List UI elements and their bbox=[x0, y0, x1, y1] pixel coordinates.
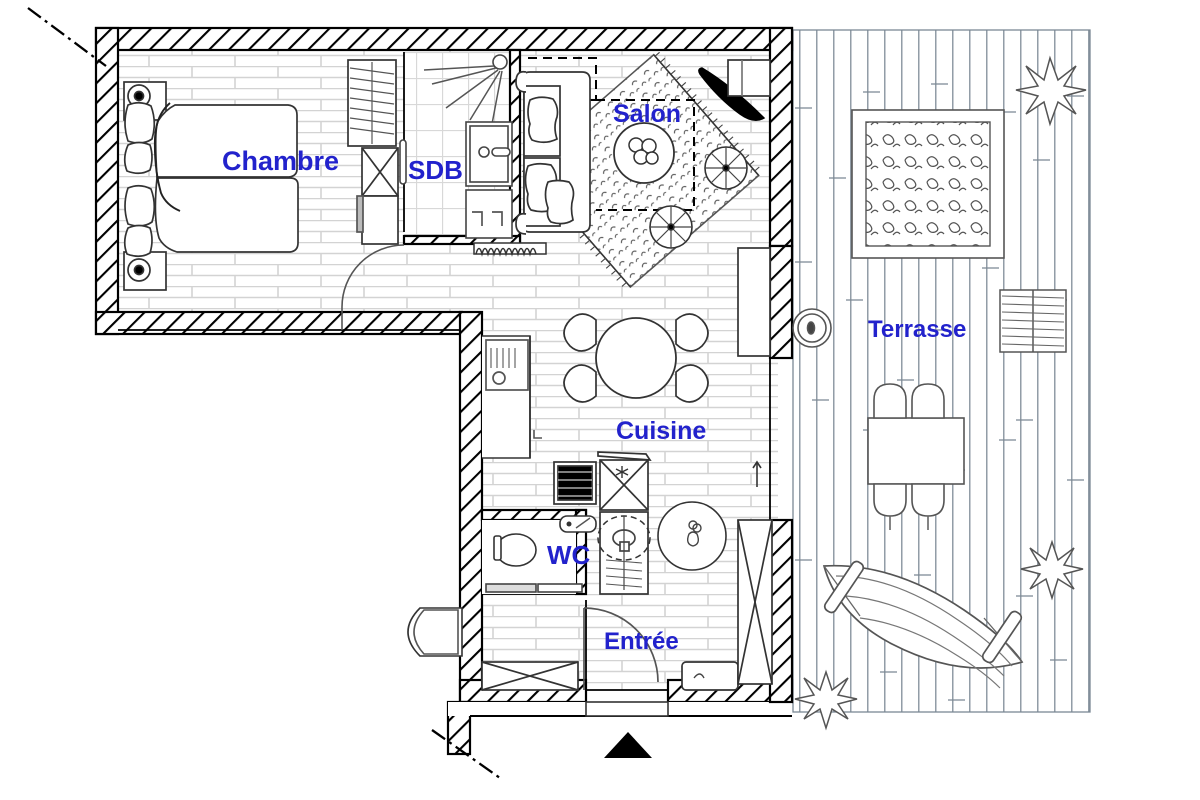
pillow-left-upper bbox=[124, 101, 156, 144]
kitchen-sink bbox=[485, 339, 529, 391]
sdb-fixtures bbox=[399, 54, 547, 257]
towel-rail bbox=[465, 189, 513, 239]
outdoor-chair-2 bbox=[911, 383, 945, 419]
palm-plant-right bbox=[1020, 539, 1084, 601]
cushion-lower-b bbox=[544, 179, 575, 225]
dining-chair-2 bbox=[675, 313, 709, 352]
section-line-bottom-left bbox=[431, 729, 501, 779]
radiator bbox=[473, 242, 547, 257]
bench bbox=[681, 661, 739, 691]
pouf-right bbox=[704, 146, 748, 190]
direction-arrow bbox=[752, 460, 762, 487]
sofa-two-seat bbox=[515, 70, 591, 235]
chambre-furniture bbox=[123, 59, 405, 330]
round-basin bbox=[657, 501, 727, 571]
palm-plant-bottom bbox=[794, 669, 858, 731]
exterior-sink bbox=[407, 607, 463, 657]
flower-bowl bbox=[628, 137, 659, 165]
dining-table-round bbox=[595, 317, 677, 399]
dining-chair-4 bbox=[675, 364, 709, 403]
small-sink bbox=[559, 515, 597, 533]
outdoor-table bbox=[867, 383, 965, 530]
room-label-terrasse: Terrasse bbox=[868, 316, 967, 343]
room-label-entree: Entrée bbox=[604, 628, 679, 655]
entree-elements bbox=[407, 519, 773, 717]
cuisine-furniture bbox=[482, 59, 771, 595]
dining-chair-1 bbox=[563, 313, 597, 352]
outdoor-chair-4 bbox=[911, 483, 945, 517]
wc-fixtures bbox=[482, 515, 597, 594]
room-label-chambre: Chambre bbox=[222, 146, 340, 176]
deck-ladder bbox=[999, 289, 1067, 353]
shower-corner bbox=[492, 54, 508, 70]
fridge-star-mark bbox=[615, 466, 629, 478]
dining-chair-3 bbox=[563, 364, 597, 403]
terrasse-furniture bbox=[792, 55, 1087, 731]
walls bbox=[94, 26, 794, 756]
hammock bbox=[822, 560, 1024, 689]
entry-direction-triangle bbox=[604, 732, 652, 758]
pouf-lower bbox=[649, 205, 693, 249]
room-label-wc: WC bbox=[547, 540, 591, 570]
pillow-left-lower bbox=[124, 184, 156, 227]
room-label-cuisine: Cuisine bbox=[616, 417, 707, 445]
room-label-salon: Salon bbox=[613, 100, 682, 128]
toilet bbox=[495, 533, 537, 567]
stove-cooktop bbox=[557, 465, 593, 501]
salon-furniture bbox=[515, 51, 766, 289]
entry-door-swing bbox=[583, 607, 659, 690]
cushion-upper bbox=[527, 96, 559, 144]
round-planter-pot bbox=[792, 308, 832, 348]
room-label-sdb: SDB bbox=[408, 155, 463, 185]
double-bed bbox=[154, 104, 298, 178]
palm-plant-top bbox=[1015, 55, 1087, 127]
outdoor-chair-3 bbox=[873, 483, 907, 517]
section-line-top-left bbox=[27, 7, 107, 67]
outdoor-chair-1 bbox=[873, 383, 907, 419]
